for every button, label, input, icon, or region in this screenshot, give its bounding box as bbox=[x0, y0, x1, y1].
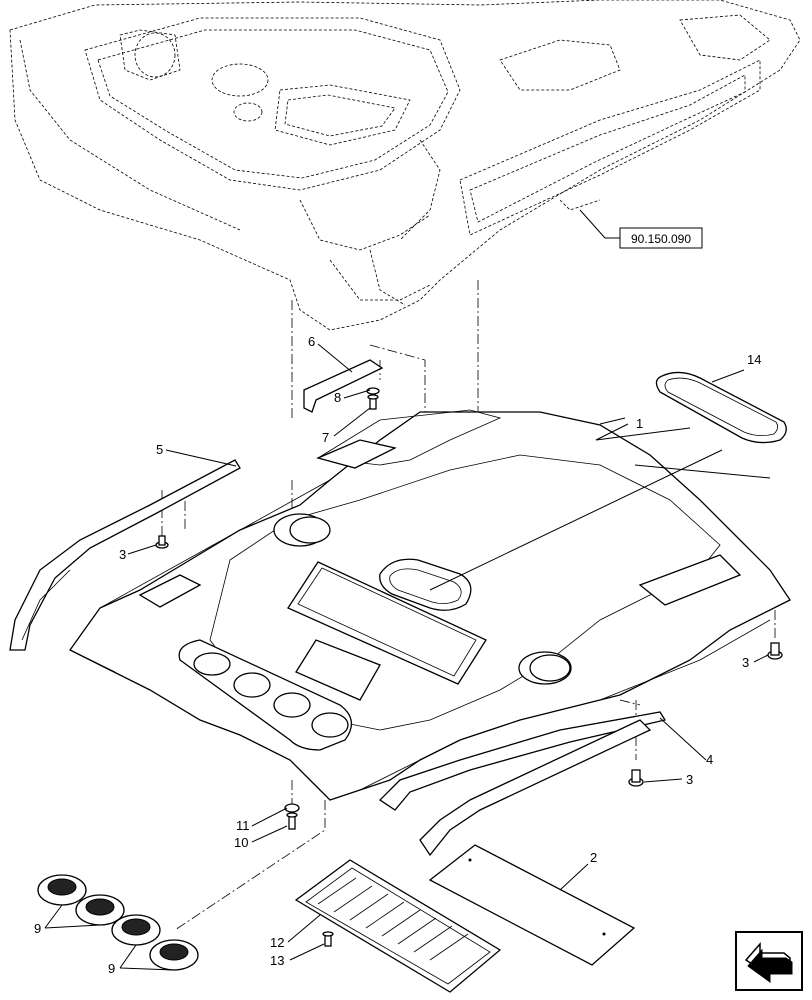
part-11-washer[interactable] bbox=[284, 803, 300, 813]
part-10-screw[interactable] bbox=[286, 812, 298, 830]
arrow-down-left-icon[interactable] bbox=[735, 931, 803, 991]
callout-10[interactable]: 10 bbox=[234, 835, 248, 850]
callout-12[interactable]: 12 bbox=[270, 935, 284, 950]
part-5-trim[interactable] bbox=[9, 459, 241, 651]
reference-box[interactable] bbox=[619, 227, 703, 249]
part-14-gasket[interactable] bbox=[655, 371, 787, 444]
part-3-clip-c[interactable] bbox=[628, 769, 644, 787]
callout-9-top[interactable]: 9 bbox=[34, 921, 41, 936]
leader-lines bbox=[44, 343, 769, 971]
part-2-panel[interactable] bbox=[428, 844, 636, 966]
callout-8[interactable]: 8 bbox=[334, 390, 341, 405]
part-8-washer[interactable] bbox=[366, 387, 380, 395]
part-7-screw[interactable] bbox=[367, 394, 379, 410]
callout-4[interactable]: 4 bbox=[706, 752, 713, 767]
callout-5[interactable]: 5 bbox=[156, 442, 163, 457]
cab-frame-phantom bbox=[9, 0, 801, 331]
part-3-clip-a[interactable] bbox=[155, 535, 169, 549]
callout-13[interactable]: 13 bbox=[270, 953, 284, 968]
callout-7[interactable]: 7 bbox=[322, 430, 329, 445]
callout-6[interactable]: 6 bbox=[308, 334, 315, 349]
callout-1[interactable]: 1 bbox=[636, 416, 643, 431]
part-4-trim[interactable] bbox=[378, 711, 667, 857]
callout-3-right[interactable]: 3 bbox=[742, 655, 749, 670]
callout-3-left[interactable]: 3 bbox=[119, 547, 126, 562]
part-9-nozzles[interactable] bbox=[37, 874, 199, 971]
reference-label: 90.150.090 bbox=[631, 232, 691, 246]
part-3-clip-b[interactable] bbox=[767, 642, 783, 660]
callout-14[interactable]: 14 bbox=[747, 352, 761, 367]
callout-3-bottom[interactable]: 3 bbox=[686, 772, 693, 787]
callout-labels: 1 2 3 3 3 4 5 6 7 8 9 9 10 11 12 13 14 bbox=[34, 334, 761, 976]
part-6-strip[interactable] bbox=[303, 359, 384, 413]
part-1-headliner[interactable] bbox=[69, 409, 791, 801]
callout-11[interactable]: 11 bbox=[236, 818, 250, 833]
callout-9-bottom[interactable]: 9 bbox=[108, 961, 115, 976]
callout-2[interactable]: 2 bbox=[590, 850, 597, 865]
part-13-screw[interactable] bbox=[322, 931, 334, 947]
part-12-grille[interactable] bbox=[294, 859, 502, 993]
